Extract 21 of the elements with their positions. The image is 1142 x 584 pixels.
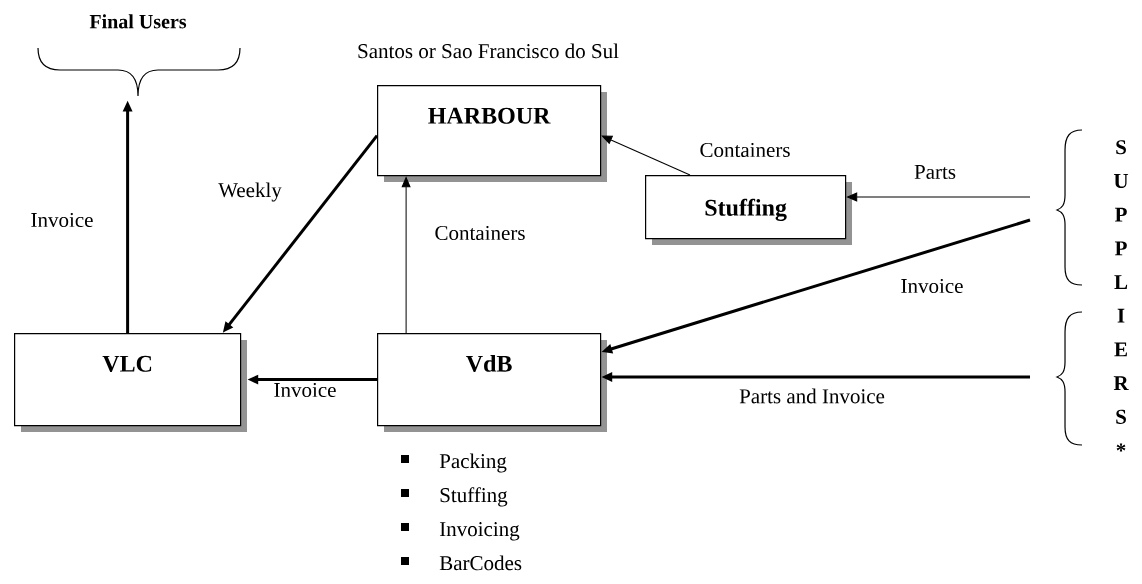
edge-label: Invoice (28, 210, 96, 230)
arrow (401, 177, 411, 334)
edge-label: Invoice (898, 276, 966, 296)
process-box: VdB (377, 333, 607, 432)
arrow (847, 192, 1031, 202)
bullet-item: Stuffing (401, 487, 508, 507)
location-note: Santos or Sao Francisco do Sul (358, 43, 619, 59)
bracketed-label: SUPPLIERS* (1056, 129, 1129, 452)
bullet-item: Packing (401, 453, 507, 473)
edge-label: Weekly (216, 180, 284, 204)
edge-label: Parts and Invoice (737, 386, 887, 406)
edge-label: Containers (432, 223, 528, 243)
edge-label: Parts (912, 163, 958, 181)
group-label: Final Users (89, 14, 187, 29)
edge-label: Containers (697, 140, 793, 160)
process-box: Stuffing (645, 175, 852, 245)
process-box: VLC (14, 333, 247, 432)
bullet-item: Invoicing (401, 522, 520, 541)
bullet-item: BarCodes (401, 555, 522, 571)
process-box: HARBOUR (377, 85, 607, 182)
arrow (601, 135, 691, 176)
